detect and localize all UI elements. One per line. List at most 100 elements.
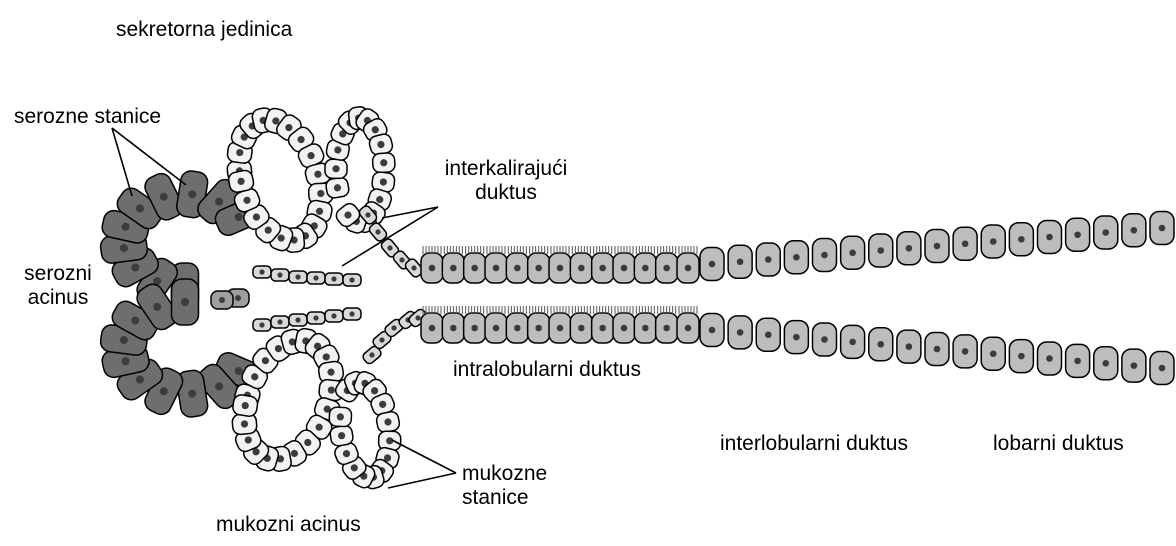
intra-bottom-cell-2-nucleus	[471, 325, 478, 332]
intra-top-cell-10	[634, 253, 656, 283]
intercalated-1-cell-2-nucleus	[295, 317, 300, 322]
interlob-bottom-cell-8-nucleus	[934, 346, 941, 353]
interlob-bottom-cell-9-nucleus	[962, 348, 969, 355]
label-intercalated-duct-line1: interkalirajući	[416, 157, 596, 181]
intercalated-0-cell-5-nucleus	[349, 277, 354, 282]
intra-top-cell-4	[506, 253, 528, 283]
interlob-bottom-cell-5-nucleus	[849, 339, 856, 346]
intra-top-cell-2-nucleus	[471, 265, 478, 272]
interlob-top-cell-3	[784, 241, 808, 274]
intercalated-1-cell-4	[325, 310, 343, 322]
interlob-bottom-cell-8	[925, 333, 949, 366]
intra-top-cell-3-nucleus	[493, 265, 500, 272]
interlob-top-cell-13	[1066, 218, 1090, 251]
intra-top-cell-12-nucleus	[685, 265, 692, 272]
intra-top-cell-7	[570, 253, 592, 283]
intra-bottom-cell-11	[656, 313, 678, 343]
intra-bottom-cell-12-nucleus	[685, 325, 692, 332]
intercalated-0-cell-3-nucleus	[313, 275, 318, 280]
intra-bottom-cell-1-nucleus	[450, 325, 457, 332]
interlob-top-cell-8-nucleus	[934, 243, 941, 250]
intercalated-1-cell-4-nucleus	[331, 313, 336, 318]
interlob-top-cell-2	[756, 243, 780, 276]
label-serous-acinus-line1: serozni	[18, 262, 98, 286]
intra-top-cell-5	[528, 253, 550, 283]
label-serous-cells: serozne stanice	[14, 105, 161, 129]
intercalated-0-cell-1	[271, 269, 289, 281]
interlob-bottom-cell-16	[1150, 352, 1174, 385]
interlob-top-cell-5-nucleus	[849, 249, 856, 256]
interlob-top-cell-8	[925, 230, 949, 263]
intra-top-cell-6	[549, 253, 571, 283]
interlob-top-cell-4-nucleus	[821, 252, 828, 259]
interlob-bottom-cell-11-nucleus	[1018, 353, 1025, 360]
intercalated-1-cell-0	[253, 319, 271, 331]
interlob-top-cell-5	[841, 236, 865, 269]
interlob-top-cell-2-nucleus	[765, 256, 772, 263]
intra-bottom-cell-0	[421, 313, 443, 343]
intra-bottom-cell-1	[442, 313, 464, 343]
intercalated-1-cell-5	[343, 308, 361, 320]
intercalated-1-cell-3	[307, 312, 325, 324]
intra-bottom-cell-5-nucleus	[535, 325, 542, 332]
interlob-bottom-cell-13	[1066, 344, 1090, 377]
intercalated-0-cell-3	[307, 272, 325, 284]
interlob-top-cell-10-nucleus	[990, 238, 997, 245]
intra-top-cell-1	[442, 253, 464, 283]
interlob-top-cell-16-nucleus	[1159, 225, 1166, 232]
label-intercalated-duct-line2: duktus	[416, 181, 596, 205]
intra-top-cell-6-nucleus	[557, 265, 564, 272]
intra-bottom-cell-12	[677, 313, 699, 343]
interlob-top-cell-0	[700, 248, 724, 281]
label-mucous-acinus: mukozni acinus	[216, 513, 361, 537]
intra-bottom-cell-10-nucleus	[642, 325, 649, 332]
interlob-top-cell-15-nucleus	[1131, 227, 1138, 234]
intra-bottom-cell-3-nucleus	[493, 325, 500, 332]
mucous-upper-right-cell-1	[325, 159, 347, 178]
mucous-lower-right-cell-13	[329, 425, 354, 447]
intra-top-cell-8-nucleus	[599, 265, 606, 272]
interlob-top-cell-14	[1094, 216, 1118, 249]
intra-top-cell-11-nucleus	[663, 265, 670, 272]
interlob-bottom-cell-10-nucleus	[990, 350, 997, 357]
interlob-bottom-cell-12	[1038, 342, 1062, 375]
label-intercalated-duct: interkalirajući duktus	[416, 157, 596, 205]
interlob-bottom-cell-4-nucleus	[821, 336, 828, 343]
intra-top-cell-10-nucleus	[642, 265, 649, 272]
intercalated-1-cell-1-nucleus	[277, 319, 282, 324]
intercalated-0-cell-4-nucleus	[331, 276, 336, 281]
interlob-bottom-cell-6-nucleus	[877, 341, 884, 348]
intra-bottom-cell-0-nucleus	[429, 325, 436, 332]
intra-bottom-cell-8-nucleus	[599, 325, 606, 332]
pointer-line-0	[112, 128, 132, 196]
mucous-lower-left-cell-19	[232, 394, 259, 417]
intra-bottom-cell-3	[485, 313, 507, 343]
mucous-acini	[227, 106, 401, 490]
mucous-upper-right-cell-9	[372, 153, 395, 173]
intra-top-cell-5-nucleus	[535, 265, 542, 272]
pointer-line-4	[392, 440, 456, 473]
label-secretory-unit: sekretorna jedinica	[116, 18, 292, 42]
interlob-top-cell-6	[869, 234, 893, 267]
intra-top-cell-9-nucleus	[621, 265, 628, 272]
serous-tip-cell-1	[211, 291, 233, 309]
intra-top-cell-9	[613, 253, 635, 283]
serous-tip-cell-0-nucleus	[235, 295, 241, 301]
label-serous-acinus: serozni acinus	[18, 262, 98, 310]
label-mucous-cells-line2: stanice	[462, 486, 547, 510]
intra-bottom-cell-5	[528, 313, 550, 343]
interlob-top-cell-11	[1009, 223, 1033, 256]
intercalated-1-cell-0-nucleus	[259, 322, 264, 327]
intra-bottom-cell-7	[570, 313, 592, 343]
interlob-bottom-cell-10	[981, 337, 1005, 370]
interlob-top-cell-12-nucleus	[1046, 234, 1053, 241]
pointer-line-5	[388, 473, 456, 488]
mucous-lower-right-cell-14	[329, 407, 352, 427]
interlob-bottom-cell-0-nucleus	[709, 327, 716, 334]
label-intralobular-duct: intralobularni duktus	[453, 358, 641, 382]
serous-lower-cell-9-nucleus	[181, 298, 189, 306]
intra-top-cell-0-nucleus	[429, 265, 436, 272]
interlob-top-cell-11-nucleus	[1018, 236, 1025, 243]
